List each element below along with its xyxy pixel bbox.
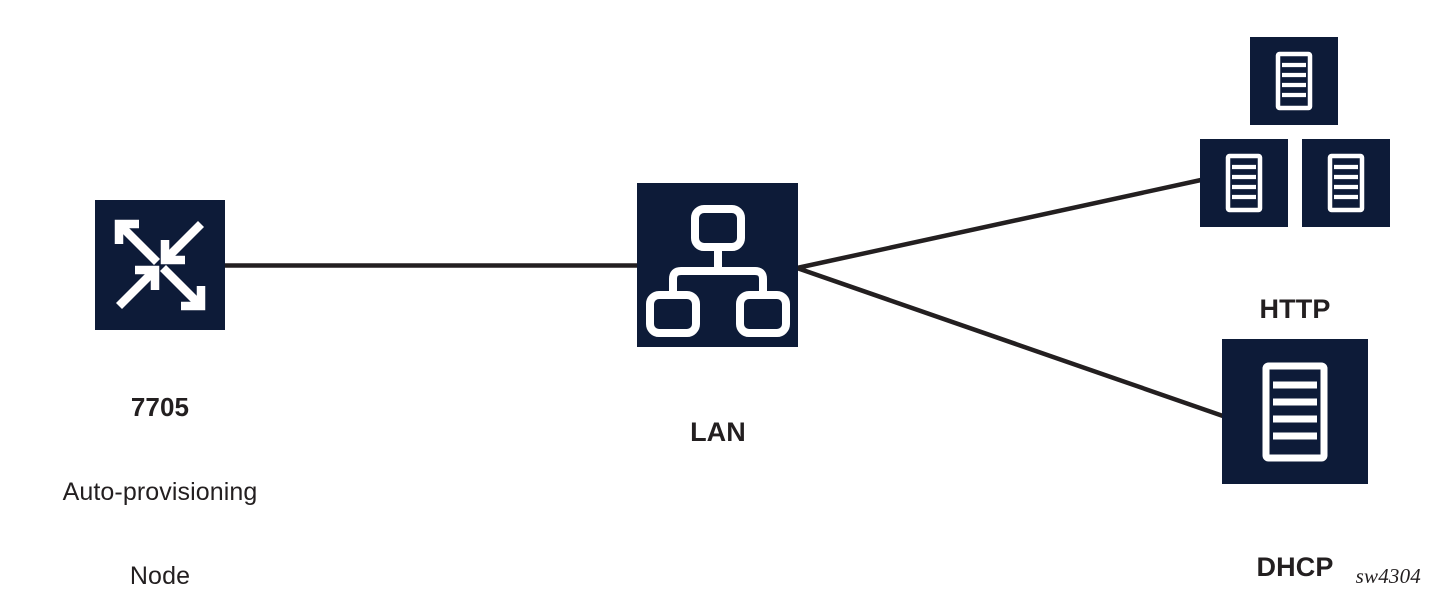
dhcp-server-label-line1: DHCP: [1256, 552, 1334, 583]
dhcp-server-label: DHCP Server: [1195, 492, 1395, 601]
document-icon: [1275, 51, 1313, 111]
router-label-line2: Auto-provisioning: [62, 478, 258, 507]
lan-node-box[interactable]: [637, 183, 798, 347]
lan-label-line1: LAN: [690, 417, 746, 448]
document-icon: [1262, 362, 1328, 462]
http-server-box-left[interactable]: [1200, 139, 1288, 227]
figure-caption: sw4304: [1355, 564, 1421, 588]
http-server-box-top[interactable]: [1250, 37, 1338, 125]
router-label-line3: Node: [129, 562, 191, 591]
document-icon: [1327, 153, 1365, 213]
network-hierarchy-icon: [646, 205, 790, 337]
router-label-line1: 7705: [130, 392, 190, 422]
document-icon: [1225, 153, 1263, 213]
link-lan-to-http-servers: [796, 177, 1202, 271]
http-server-box-right[interactable]: [1302, 139, 1390, 227]
link-lan-to-dhcp-server: [796, 265, 1224, 419]
dhcp-server-box[interactable]: [1222, 339, 1368, 484]
four-way-arrows-icon: [114, 219, 206, 311]
http-servers-label-line1: HTTP: [1259, 294, 1331, 325]
router-node-box[interactable]: [95, 200, 225, 330]
router-node-label: 7705 Auto-provisioning Node: [0, 337, 320, 601]
lan-node-label: LAN: [618, 357, 818, 508]
